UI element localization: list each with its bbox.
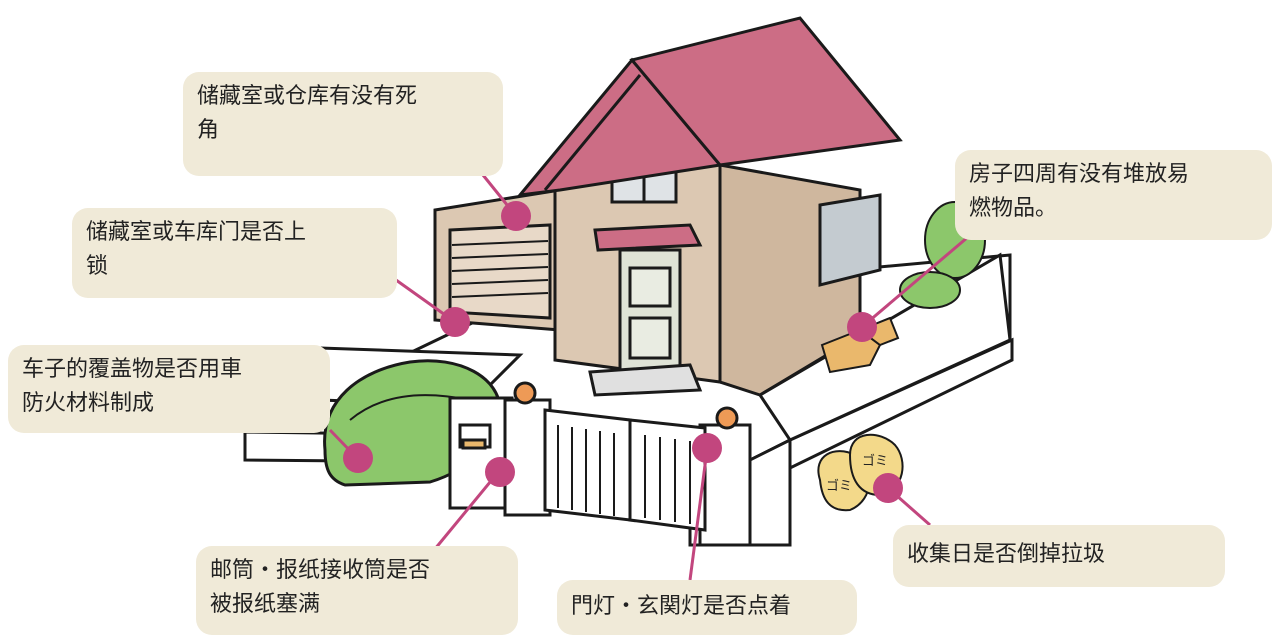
garbage-bag-label: ゴミ <box>826 478 852 494</box>
callout-text: 門灯・玄関灯是否点着 <box>571 594 792 619</box>
side-window <box>818 193 882 287</box>
leader-lines <box>328 174 969 581</box>
callout-storage-lock: 储藏室或车库门是否上 锁 <box>72 208 397 298</box>
callout-text: 储藏室或车库门是否上 <box>86 220 307 245</box>
gate-area <box>448 381 752 547</box>
callout-text: 锁 <box>86 254 109 279</box>
callout-text: 车子的覆盖物是否用車 <box>22 357 243 382</box>
door-awning <box>593 223 703 252</box>
callout-text: 收集日是否倒掉拉圾 <box>907 542 1106 567</box>
marker-flammables <box>847 312 877 342</box>
callout-text: 房子四周有没有堆放易 <box>969 162 1190 187</box>
callout-text: 被报纸塞满 <box>210 592 321 617</box>
callout-flammables: 房子四周有没有堆放易 燃物品。 <box>955 150 1272 240</box>
roof <box>516 16 903 197</box>
gate-lamp-left <box>513 381 537 405</box>
gate-lamp-right <box>715 406 739 430</box>
callout-storage-blind-spot: 储藏室或仓库有没有死 角 <box>183 72 503 176</box>
callout-garbage: 收集日是否倒掉拉圾 <box>893 525 1225 587</box>
marker-garage-lock <box>440 307 470 337</box>
marker-car <box>343 443 373 473</box>
gate-right <box>628 418 707 532</box>
marker-storage <box>501 201 531 231</box>
callout-text: 邮筒・报纸接收筒是否 <box>210 558 431 583</box>
callout-car-cover: 车子的覆盖物是否用車 防火材料制成 <box>8 345 330 433</box>
marker-mailbox <box>485 457 515 487</box>
garbage-bag-label: ゴミ <box>862 453 888 469</box>
callout-gate-light: 門灯・玄関灯是否点着 <box>557 580 857 635</box>
callout-mailbox: 邮筒・报纸接收筒是否 被报纸塞满 <box>196 546 518 635</box>
callout-text: 燃物品。 <box>969 196 1058 221</box>
marker-gate-light <box>692 433 722 463</box>
marker-garbage <box>873 473 903 503</box>
callout-text: 储藏室或仓库有没有死 <box>197 84 418 109</box>
mailbox-pillar <box>448 396 514 510</box>
callout-text: 防火材料制成 <box>22 391 155 416</box>
leader-dots <box>343 201 903 503</box>
callout-text: 角 <box>197 118 220 143</box>
doorstep <box>588 363 703 397</box>
